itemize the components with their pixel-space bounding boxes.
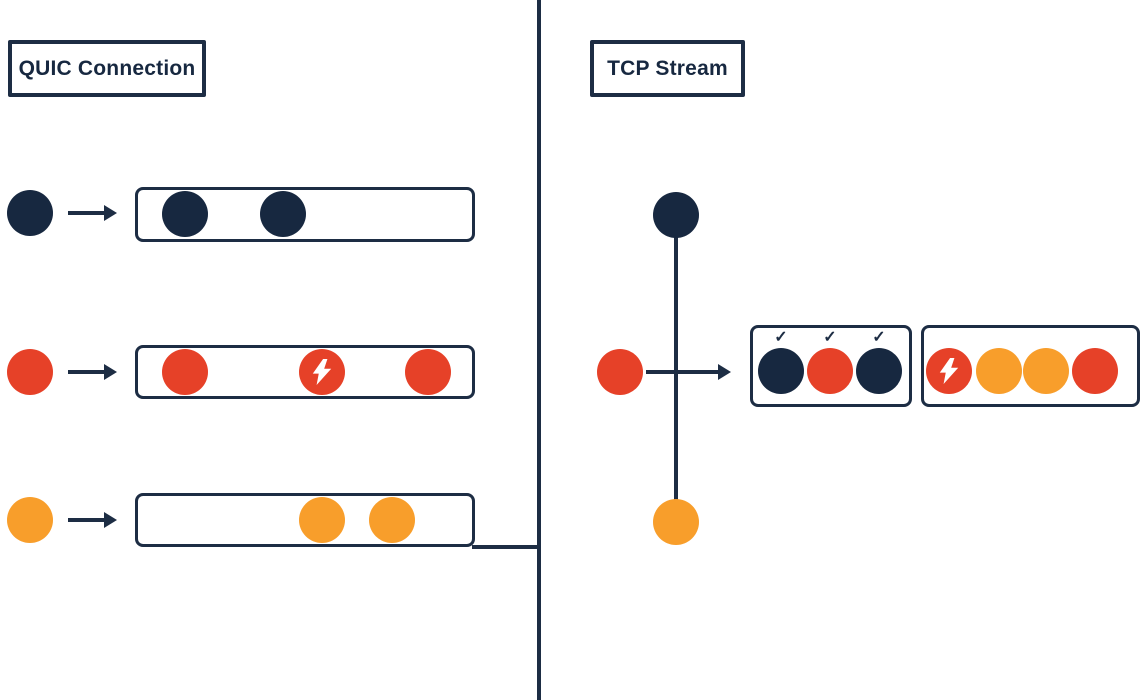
stream3-packet [369, 497, 415, 543]
stream3-to-divider-line [472, 545, 541, 549]
stream3-box [135, 493, 475, 547]
stream1-box [135, 187, 475, 242]
stream2-packet [405, 349, 451, 395]
checkmark-icon: ✓ [872, 329, 886, 346]
tcp-source-packet-orange [653, 499, 699, 545]
arrow-right-icon [68, 364, 117, 380]
stream3-packet [299, 497, 345, 543]
tcp-delivered-packet [758, 348, 804, 394]
tcp-delivered-packet [807, 348, 853, 394]
stream2-source-packet [7, 349, 53, 395]
stream2-box [135, 345, 475, 399]
tcp-delivered-packet [856, 348, 902, 394]
tcp-stream-connector-line [674, 234, 678, 500]
quic-connection-title-box: QUIC Connection [8, 40, 206, 97]
stream1-source-packet [7, 190, 53, 236]
stream3-source-packet [7, 497, 53, 543]
tcp-blocked-packet [976, 348, 1022, 394]
tcp-source-packet-navy [653, 192, 699, 238]
checkmark-icon: ✓ [823, 329, 837, 346]
stream1-packet [260, 191, 306, 237]
checkmark-icon: ✓ [774, 329, 788, 346]
arrow-right-icon [68, 205, 117, 221]
tcp-stream-title-box: TCP Stream [590, 40, 745, 97]
quic-connection-title: QUIC Connection [18, 56, 196, 80]
lightning-icon [312, 359, 332, 385]
lightning-icon [939, 358, 959, 384]
stream1-packet [162, 191, 208, 237]
tcp-lost-packet [926, 348, 972, 394]
panel-divider [537, 0, 541, 700]
stream2-lost-packet [299, 349, 345, 395]
arrow-right-icon [68, 512, 117, 528]
tcp-blocked-packet [1072, 348, 1118, 394]
tcp-blocked-packet [1023, 348, 1069, 394]
arrow-right-icon [646, 364, 731, 380]
stream2-packet [162, 349, 208, 395]
tcp-delivered-box: ✓ ✓ ✓ [750, 325, 912, 407]
tcp-source-packet-red [597, 349, 643, 395]
tcp-stream-title: TCP Stream [607, 56, 728, 80]
tcp-blocked-box [921, 325, 1140, 407]
